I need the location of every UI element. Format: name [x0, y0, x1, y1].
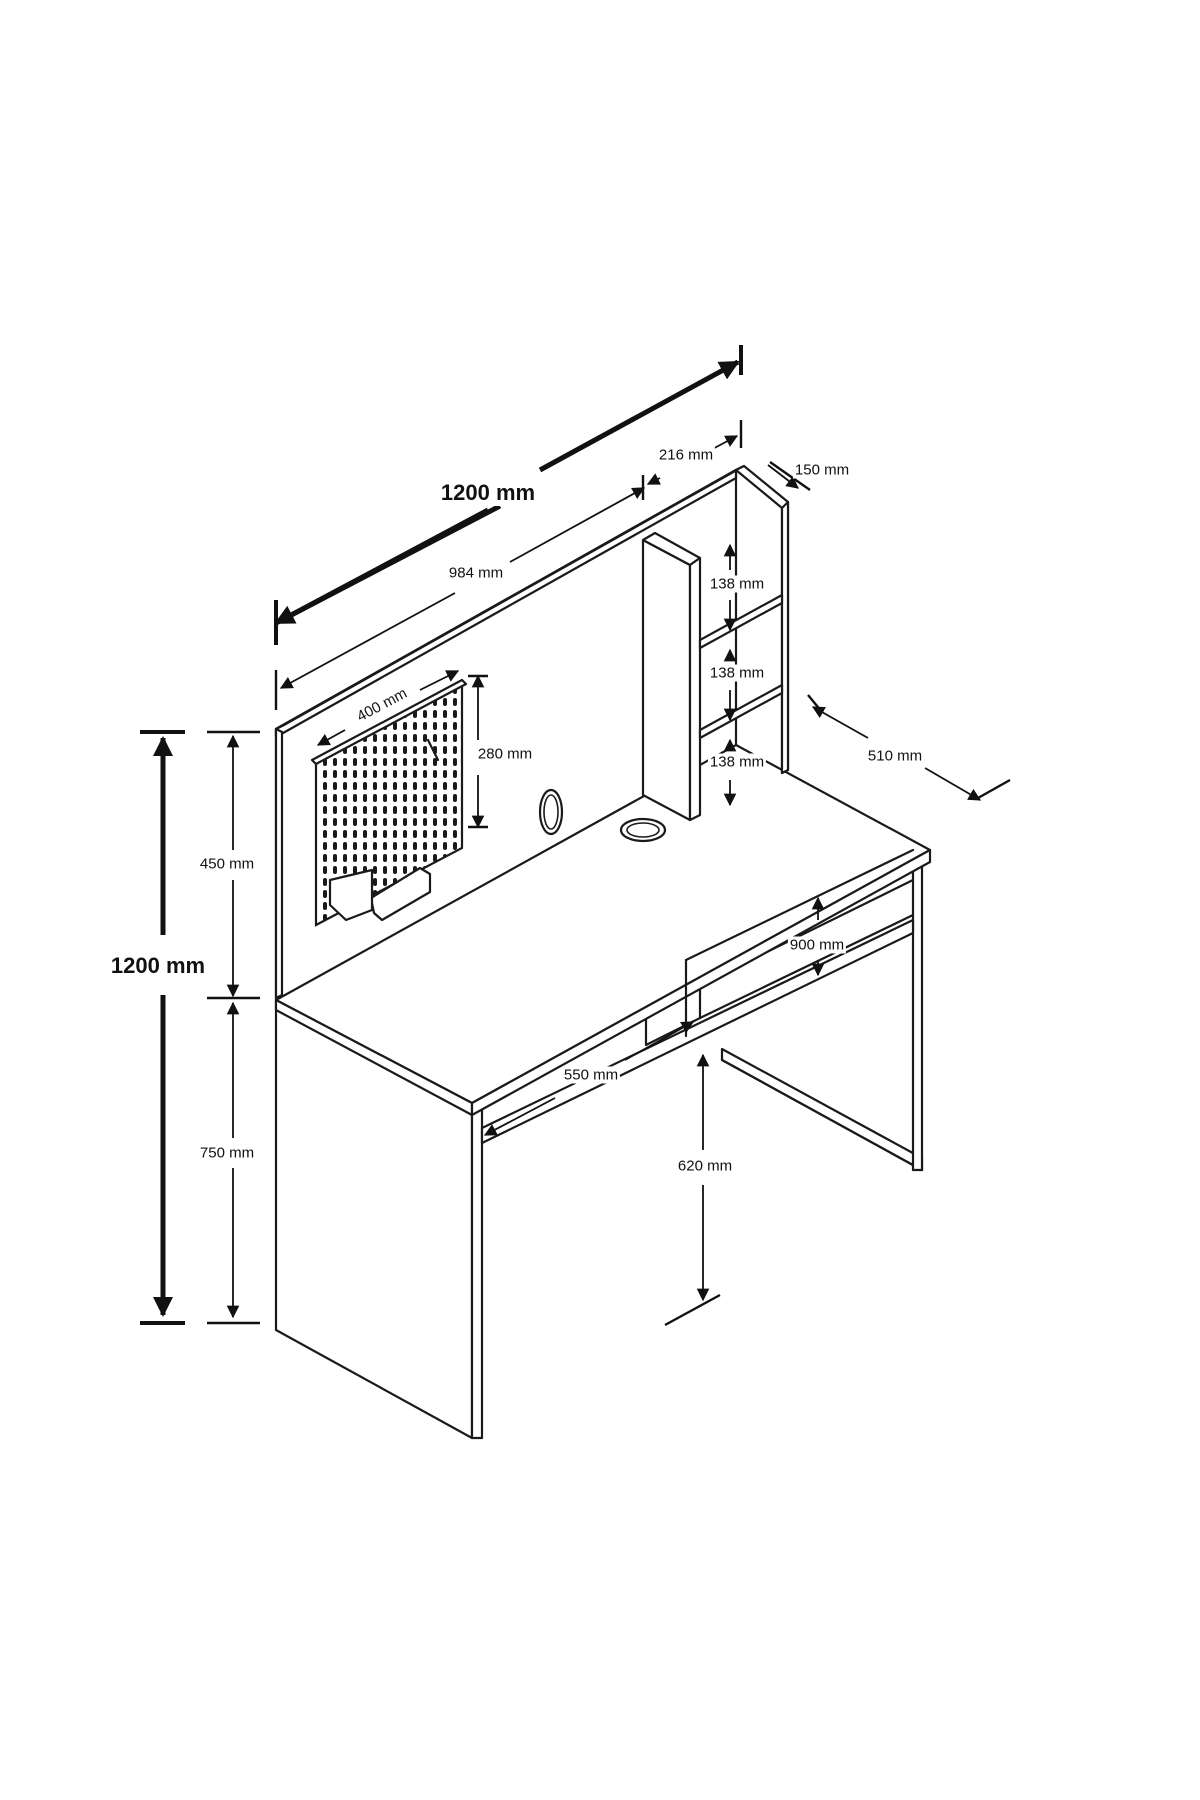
dim-pegboard-height-line — [468, 674, 488, 829]
dim-knee-height-line — [664, 1053, 721, 1327]
dim-shelf-opening-line — [483, 1021, 695, 1136]
dim-inner-width-line — [274, 475, 646, 710]
label-pegboard-height: 280 mm — [475, 745, 535, 763]
dim-desk-height-line — [207, 1001, 260, 1325]
label-shelf-gap-3: 138 mm — [707, 753, 767, 771]
label-shelf-gap-1: 138 mm — [707, 575, 767, 593]
pegboard — [310, 678, 468, 927]
desk-top — [274, 743, 932, 1117]
desk-cable-holes — [538, 788, 667, 843]
label-knee-height: 620 mm — [675, 1157, 735, 1175]
desk-under-shelf — [480, 878, 915, 1145]
hutch-panel — [274, 464, 746, 1000]
hutch-divider — [641, 531, 702, 822]
dim-total-width-line — [274, 345, 743, 645]
label-shelf-gap-2: 138 mm — [707, 664, 767, 682]
label-shelf-width: 216 mm — [656, 446, 716, 464]
dim-hutch-height-line — [207, 730, 260, 1000]
label-hutch-depth: 150 mm — [792, 461, 852, 479]
label-desk-depth: 510 mm — [865, 747, 925, 765]
dim-hutch-depth-line — [767, 461, 811, 491]
label-inner-width: 984 mm — [446, 564, 506, 582]
label-total-height: 1200 mm — [107, 953, 209, 979]
dim-total-height-line — [140, 730, 185, 1325]
label-total-width: 1200 mm — [437, 480, 539, 506]
label-shelf-opening: 550 mm — [561, 1066, 621, 1084]
label-hutch-height: 450 mm — [197, 855, 257, 873]
label-desk-height: 750 mm — [197, 1144, 257, 1162]
label-inner-width-900: 900 mm — [787, 936, 847, 954]
hutch-shelves — [698, 593, 784, 740]
dim-pegboard-width-line — [316, 670, 460, 746]
dim-desk-depth-line — [807, 694, 1011, 801]
